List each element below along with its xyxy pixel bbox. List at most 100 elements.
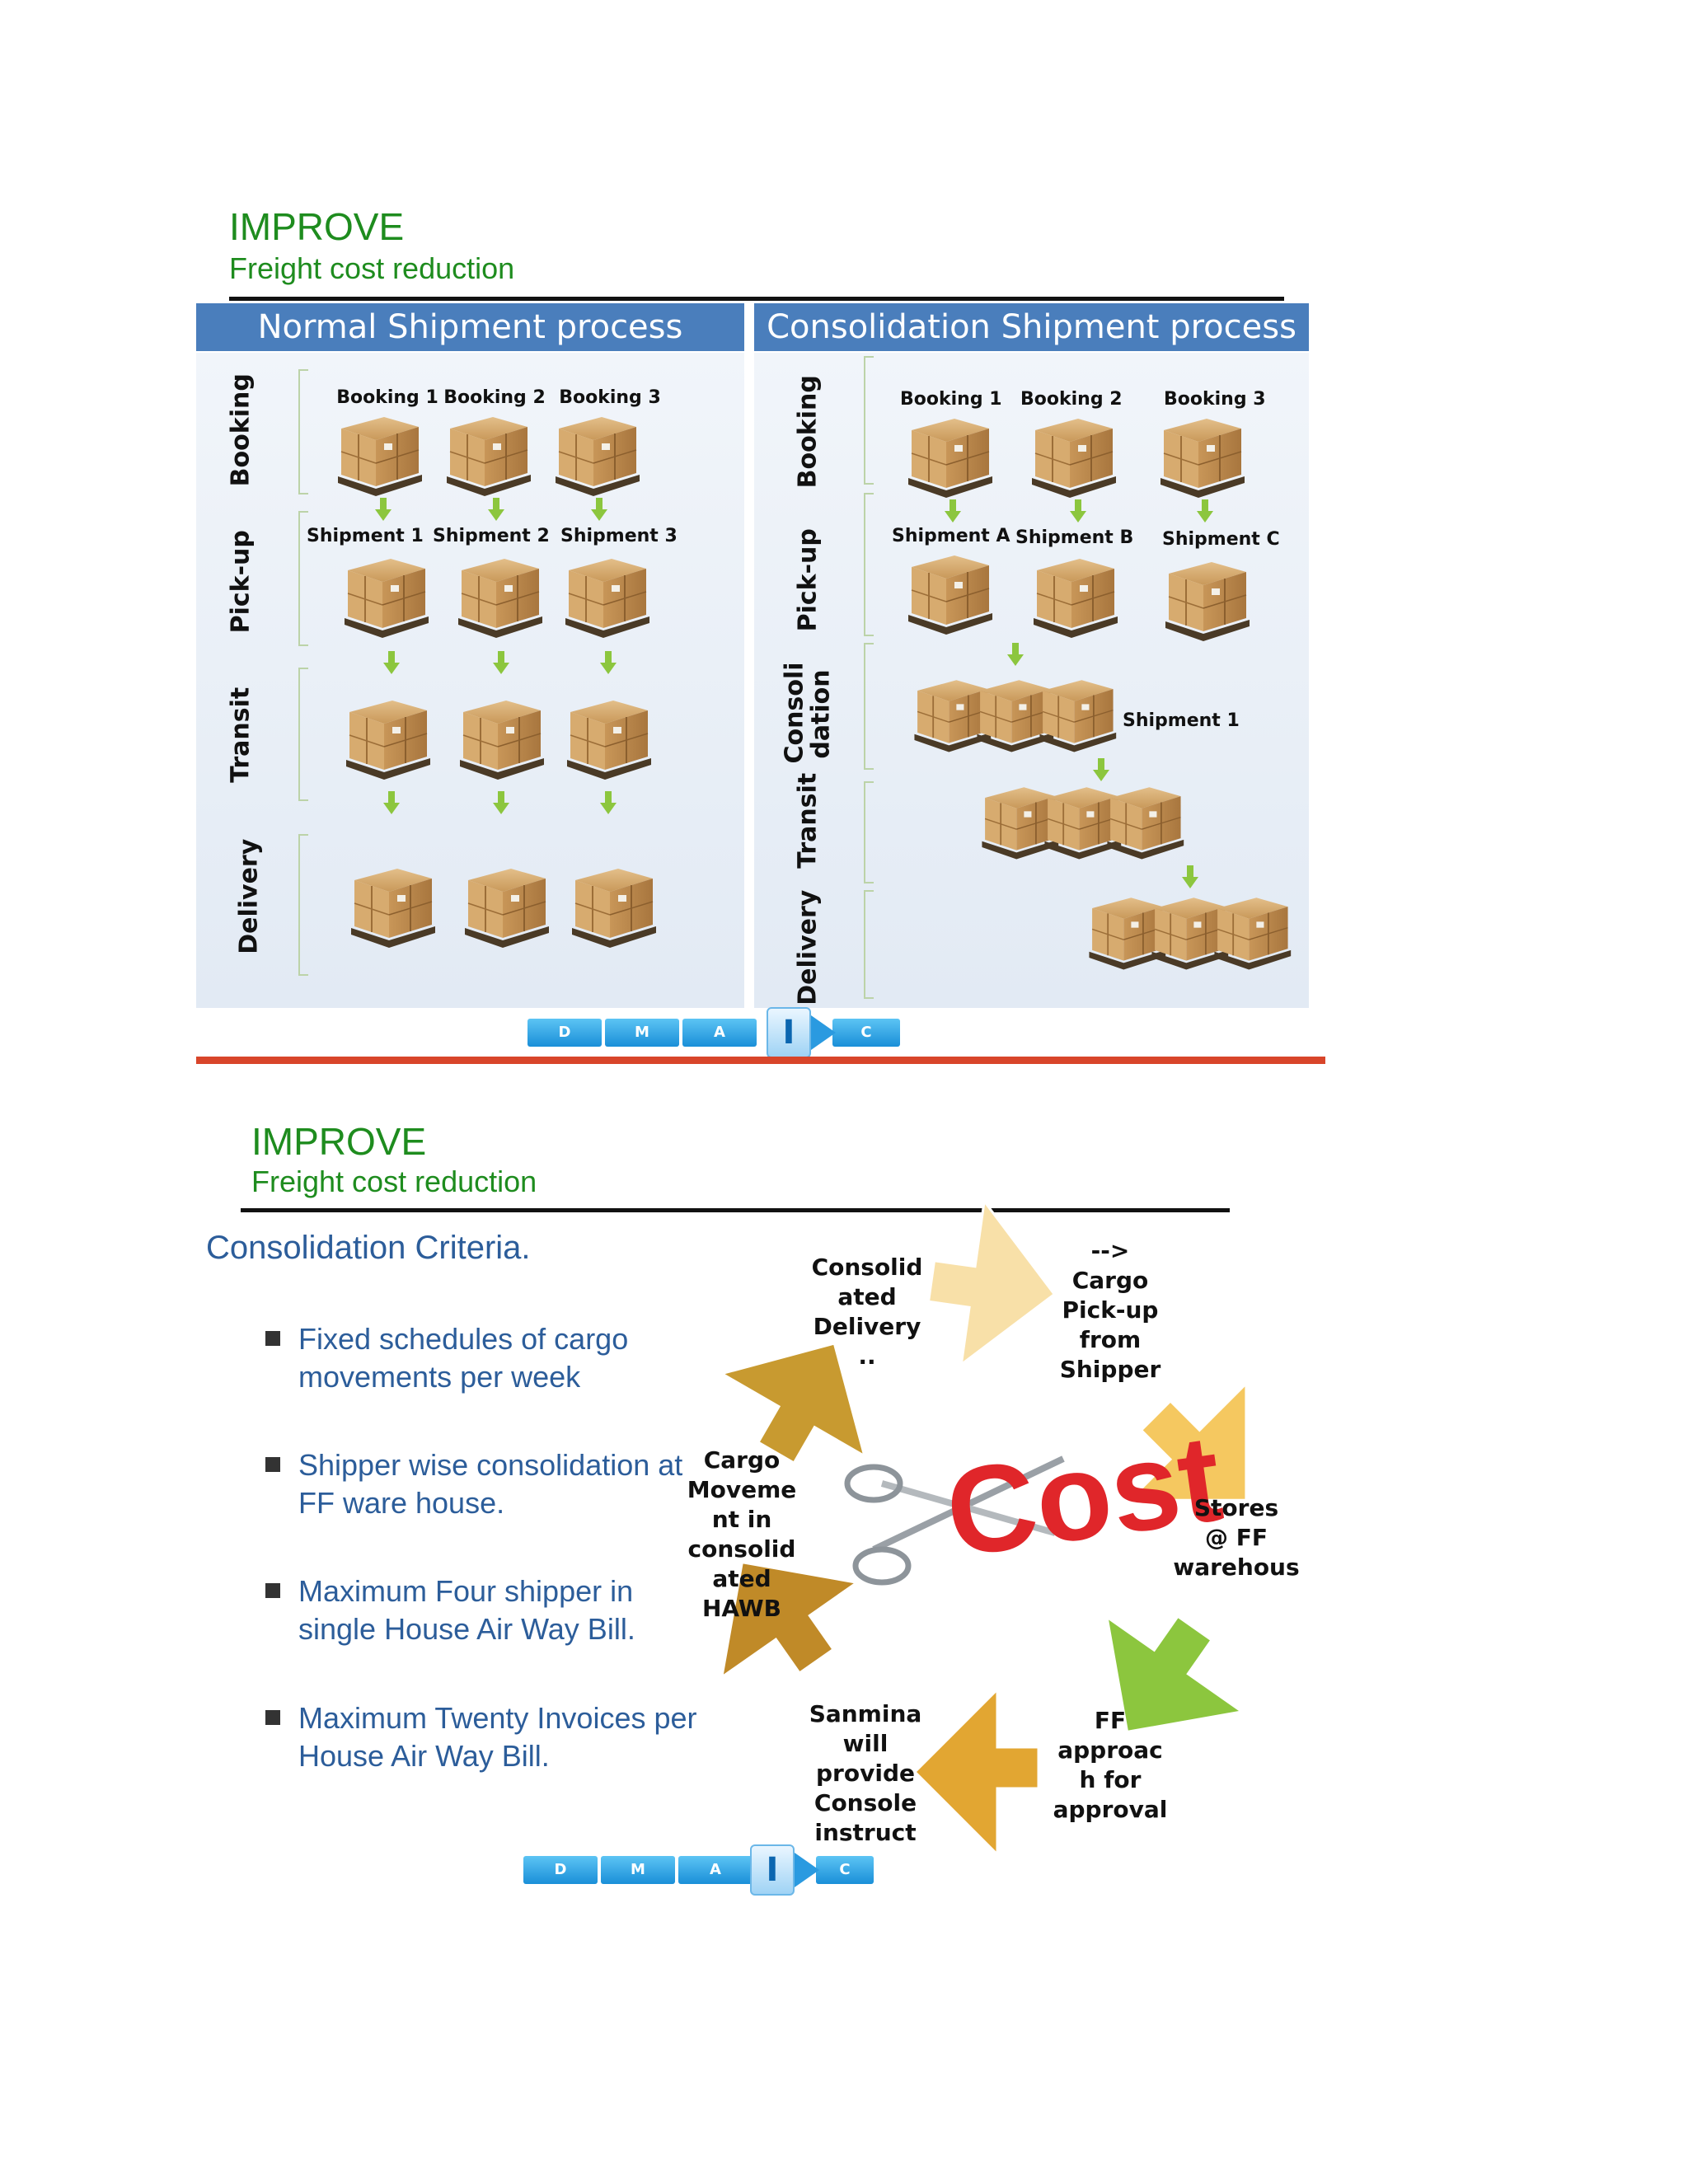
consol-booking-box-3: [1160, 418, 1245, 499]
consol-booking-box-2: [1031, 418, 1117, 499]
normal-transit-box-3: [566, 700, 652, 780]
criteria-item: Maximum Twenty Invoices per House Air Wa…: [265, 1699, 710, 1775]
slide1-boxes-layer: [337, 416, 1292, 971]
step-movement-label: Cargo Moveme nt in consolid ated HAWB: [687, 1446, 797, 1622]
consol-transit-box-1: [981, 786, 1060, 860]
scissors-icon: [844, 1455, 1065, 1586]
consol-transit-box-2: [1043, 786, 1123, 860]
slide2-title: IMPROVE: [251, 1120, 427, 1163]
arrow-down-icon: [1197, 499, 1213, 523]
cycle-arrow-sanmina-icon: [912, 1686, 1040, 1858]
step-stores-label: Stores @ FF warehous: [1173, 1494, 1300, 1581]
arrow-down-icon: [493, 791, 509, 814]
bracket: [864, 356, 874, 485]
dmaic-i: I: [767, 1007, 811, 1058]
bracket: [864, 890, 874, 999]
arrow-down-icon: [600, 791, 617, 814]
arrow-down-icon: [1182, 865, 1198, 888]
arrow-down-icon: [600, 651, 617, 674]
arrow-down-icon: [591, 498, 607, 521]
arrow-down-icon: [1070, 499, 1086, 523]
consol-booking-1-label: Booking 1: [900, 389, 1002, 410]
bracket: [864, 781, 874, 883]
consol-group-box-3: [1039, 679, 1118, 753]
criteria-item: Shipper wise consolidation at FF ware ho…: [265, 1446, 710, 1522]
criteria-item: Fixed schedules of cargo movements per w…: [265, 1320, 686, 1396]
consol-delivery-box-1: [1088, 897, 1167, 971]
consol-group-box-1: [913, 679, 992, 753]
normal-booking-box-2: [446, 416, 532, 497]
dmaic-d: D: [528, 1019, 602, 1047]
consol-group-box-2: [976, 679, 1055, 753]
step-pickup-label: --> Cargo Pick-up from Shipper: [1059, 1237, 1161, 1383]
bracket: [864, 643, 874, 770]
criteria-item: Maximum Four shipper in single House Air…: [265, 1572, 710, 1648]
bracket: [298, 668, 308, 801]
consol-pickup-box-b: [1033, 558, 1118, 639]
normal-shipment-3-label: Shipment 3: [560, 526, 678, 546]
slide1-subtitle: Freight cost reduction: [229, 251, 515, 285]
cycle-arrow-pickup-icon: [926, 1197, 1057, 1367]
bracket: [298, 511, 308, 646]
consol-booking-3-label: Booking 3: [1164, 389, 1266, 410]
consol-shipment-1-label: Shipment 1: [1123, 710, 1240, 731]
consol-booking-box-1: [907, 418, 993, 499]
normal-booking-2-label: Booking 2: [443, 387, 546, 408]
consol-pickup-box-c: [1165, 561, 1250, 642]
bracket: [298, 834, 308, 976]
dmaic-c: C: [832, 1019, 900, 1047]
title-rule: [229, 297, 1284, 301]
normal-shipment-1-label: Shipment 1: [307, 526, 424, 546]
consol-delivery-box-2: [1151, 897, 1230, 971]
normal-shipment-2-label: Shipment 2: [433, 526, 550, 546]
cycle-arrows-layer: Cost: [718, 1197, 1248, 1858]
dmaic-arrow-icon: [811, 1015, 836, 1050]
criteria-title: Consolidation Criteria.: [206, 1230, 531, 1266]
normal-pickup-box-3: [565, 558, 650, 639]
dmaic-m: M: [605, 1019, 679, 1047]
dmaic-arrow-icon: [795, 1853, 819, 1887]
consol-pickup-box-a: [907, 555, 993, 635]
normal-booking-box-3: [555, 416, 640, 497]
arrow-down-icon: [383, 791, 400, 814]
normal-booking-1-label: Booking 1: [336, 387, 438, 408]
bracket: [864, 493, 874, 636]
cycle-arrow-delivery-icon: [718, 1342, 867, 1465]
bracket: [298, 369, 308, 494]
title-rule-2: [241, 1208, 1230, 1212]
arrow-down-icon: [1007, 643, 1024, 666]
cycle-arrow-stores-icon: [1126, 1380, 1248, 1502]
arrow-down-icon: [493, 651, 509, 674]
consol-delivery-box-3: [1213, 897, 1292, 971]
consol-shipment-a-label: Shipment A: [892, 526, 1010, 546]
arrow-down-icon: [383, 651, 400, 674]
dmaic-m: M: [601, 1856, 675, 1884]
cycle-arrow-ff-icon: [1104, 1614, 1245, 1734]
normal-transit-box-2: [459, 700, 545, 780]
dmaic-a: A: [682, 1019, 757, 1047]
consolidation-panel-header: Consolidation Shipment process: [754, 303, 1309, 351]
slide2-subtitle: Freight cost reduction: [251, 1165, 537, 1198]
cycle-arrow-movement-icon: [720, 1560, 860, 1680]
normal-booking-box-1: [337, 416, 423, 497]
normal-panel-header: Normal Shipment process: [196, 303, 744, 351]
consol-shipment-b-label: Shipment B: [1015, 527, 1134, 548]
consol-shipment-c-label: Shipment C: [1162, 529, 1280, 550]
dmaic-d: D: [523, 1856, 598, 1884]
slide-separator: [196, 1057, 1325, 1064]
arrow-down-icon: [1093, 758, 1109, 781]
arrow-down-icon: [488, 498, 504, 521]
normal-delivery-box-1: [350, 868, 436, 949]
normal-transit-box-1: [345, 700, 431, 780]
consol-booking-2-label: Booking 2: [1020, 389, 1123, 410]
arrow-down-icon: [375, 498, 392, 521]
dmaic-c: C: [816, 1856, 874, 1884]
dmaic-i: I: [750, 1844, 795, 1896]
step-ff-label: FF approac h for approval: [1053, 1707, 1168, 1823]
step-sanmina-label: Sanmina will provide Console instruct: [809, 1700, 922, 1846]
consol-transit-box-3: [1106, 786, 1185, 860]
normal-delivery-box-3: [571, 868, 657, 949]
dmaic-a: A: [678, 1856, 753, 1884]
normal-delivery-box-2: [464, 868, 550, 949]
arrow-down-icon: [945, 499, 961, 523]
